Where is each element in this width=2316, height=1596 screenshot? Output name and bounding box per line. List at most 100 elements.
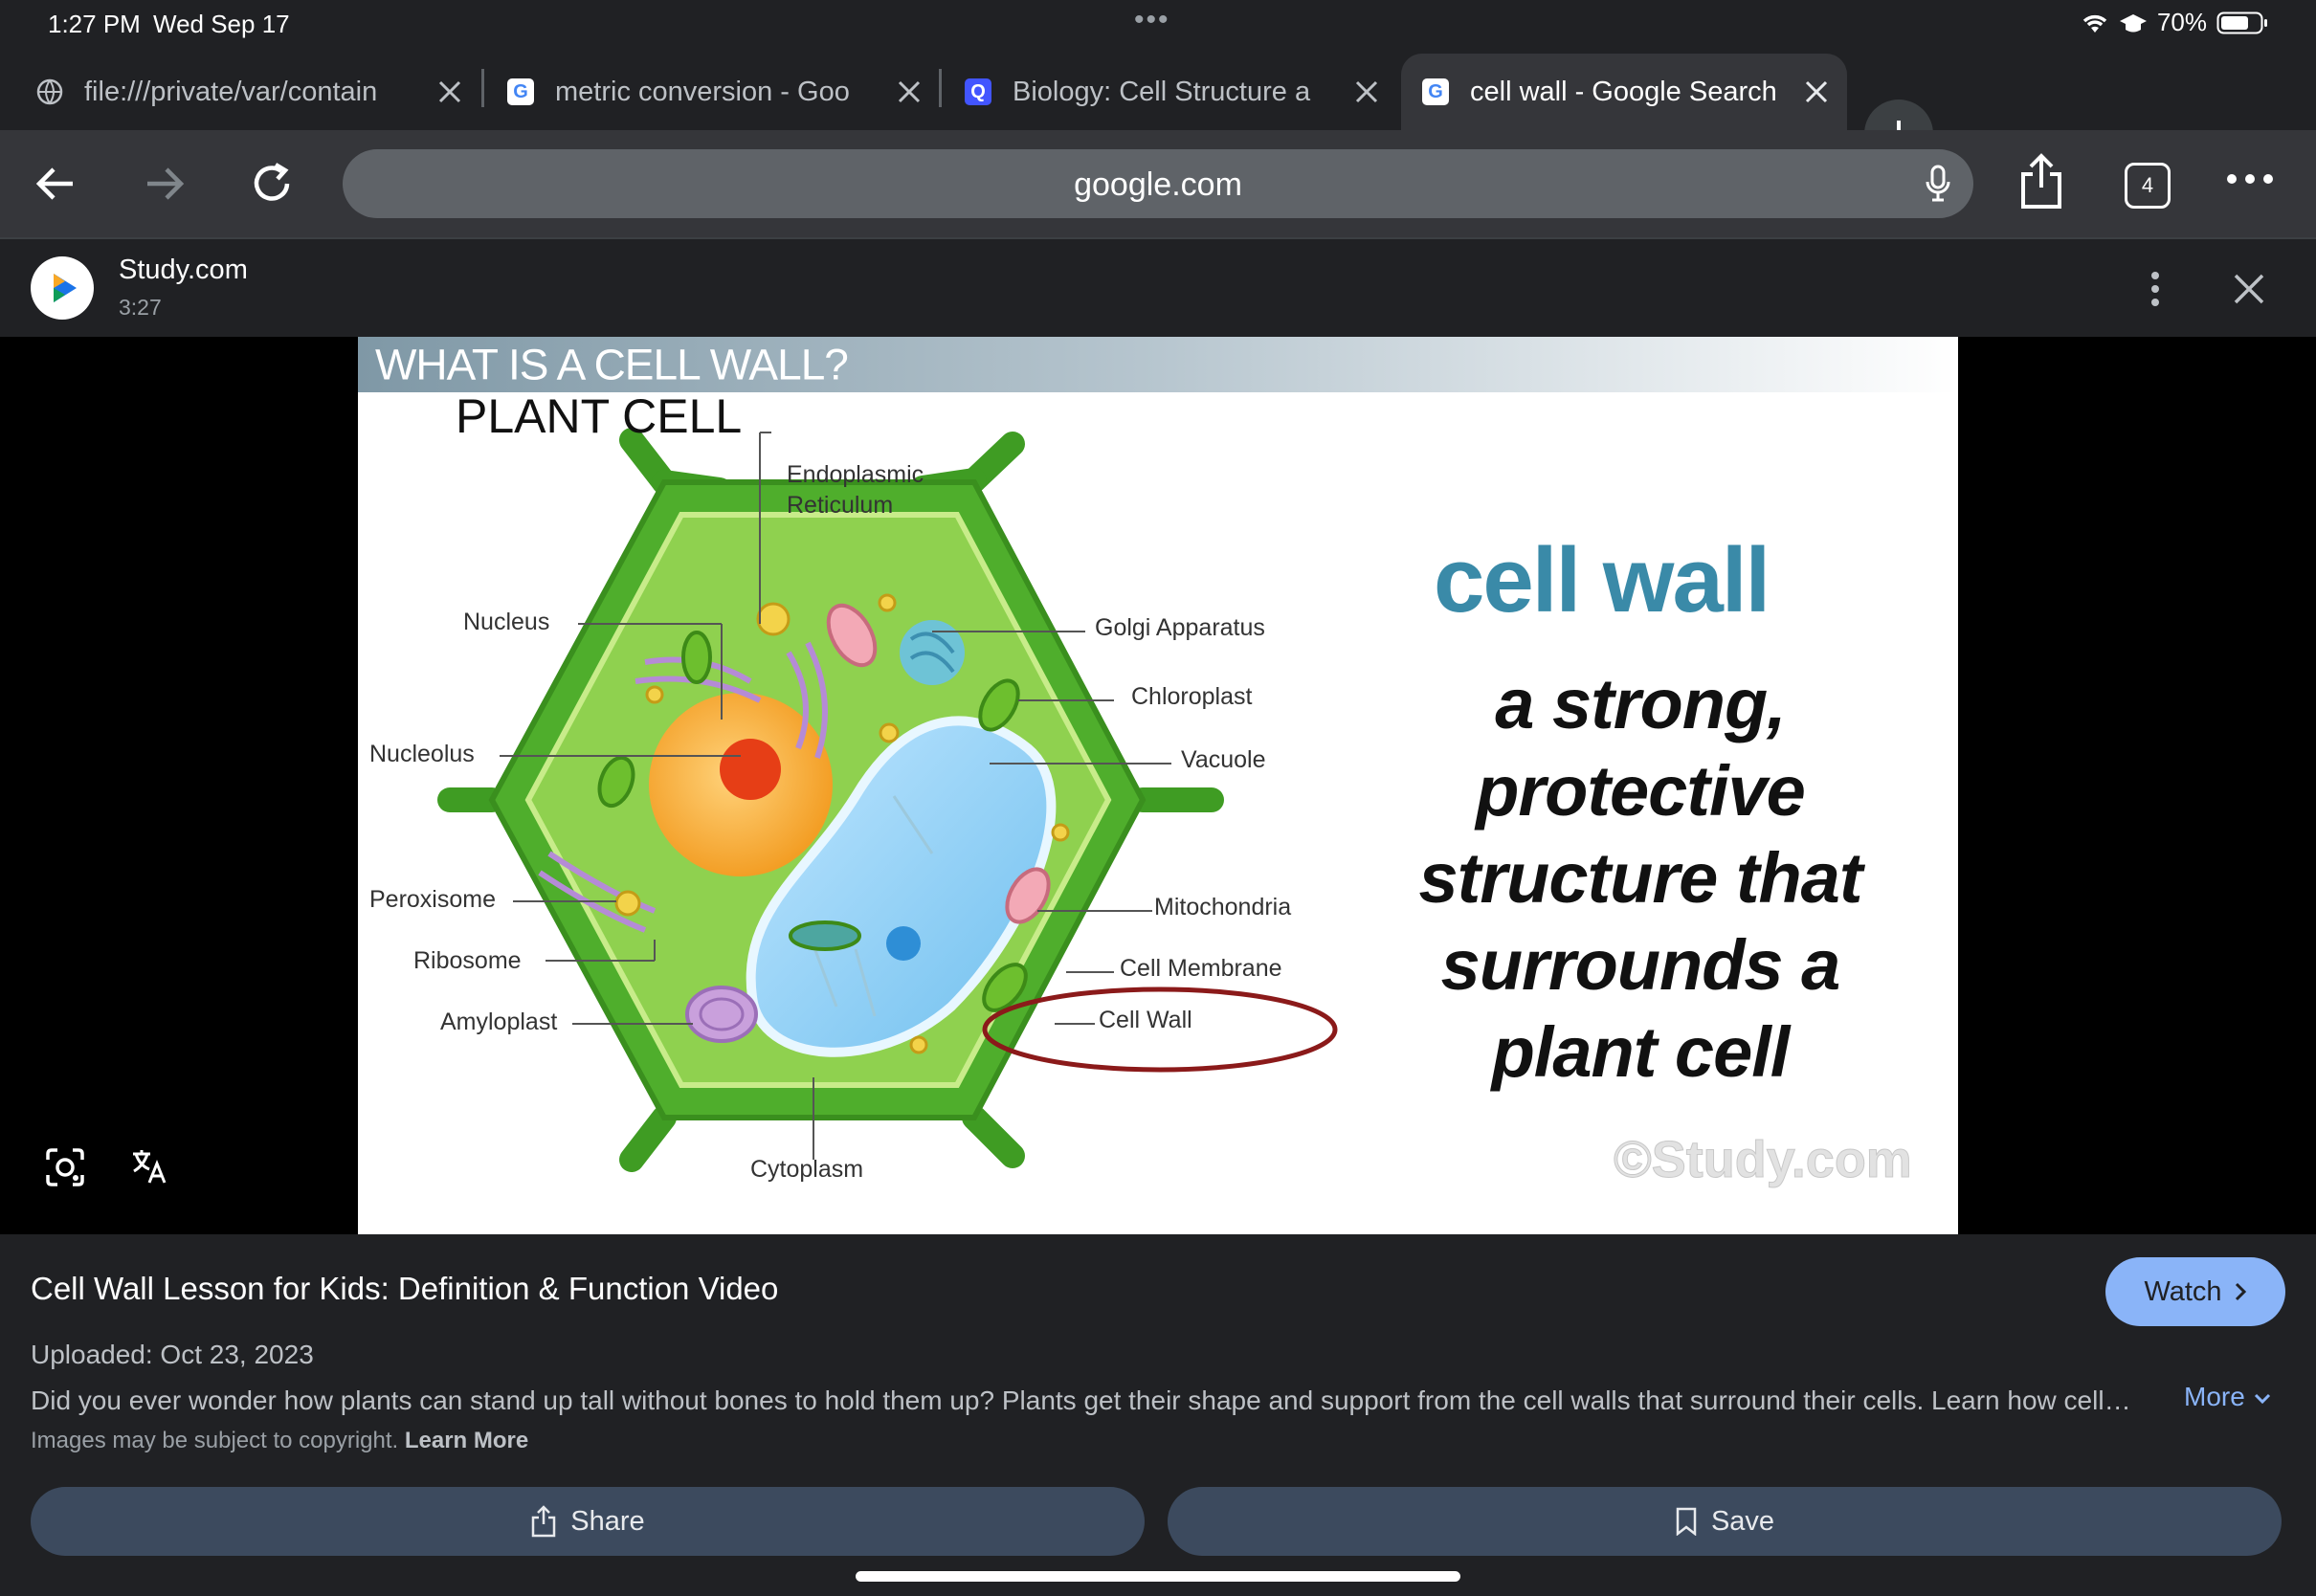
education-icon (2119, 13, 2147, 32)
reload-icon (254, 163, 290, 201)
label-amyloplast: Amyloplast (440, 1009, 558, 1035)
chevron-right-icon (2235, 1282, 2246, 1301)
definition-line: plant cell (1491, 1012, 1791, 1092)
google-lens-icon (46, 1148, 84, 1186)
share-page-button[interactable] (2017, 153, 2065, 211)
more-vertical-icon[interactable] (2144, 270, 2167, 308)
video-description: Did you ever wonder how plants can stand… (31, 1385, 2131, 1415)
video-title[interactable]: Cell Wall Lesson for Kids: Definition & … (31, 1271, 779, 1306)
back-button[interactable] (33, 161, 78, 207)
url-text: google.com (1074, 166, 1242, 203)
label-cytoplasm: Cytoplasm (750, 1156, 864, 1183)
label-vacuole: Vacuole (1181, 746, 1266, 773)
google-icon: G (507, 78, 534, 105)
more-label: More (2184, 1382, 2245, 1411)
slide-definition: a strong, protective structure that surr… (1353, 660, 1927, 1096)
quizlet-icon: Q (965, 78, 991, 105)
result-info-panel: Cell Wall Lesson for Kids: Definition & … (0, 1234, 2316, 1596)
tab-separator (481, 69, 484, 107)
slide-header: WHAT IS A CELL WALL? (375, 340, 849, 389)
close-tab-icon[interactable] (1349, 75, 1384, 109)
status-right: 70% (2081, 8, 2268, 37)
chevron-down-icon (2254, 1393, 2270, 1405)
tab-title: cell wall - Google Search (1470, 76, 1776, 107)
share-button[interactable]: Share (31, 1487, 1145, 1556)
learn-more-link[interactable]: Learn More (404, 1428, 529, 1453)
watch-button[interactable]: Watch (2105, 1257, 2285, 1326)
tab-title: file:///private/var/contain (84, 76, 378, 107)
tab-metric-conversion[interactable]: G metric conversion - Goo (507, 54, 926, 130)
translate-button[interactable] (130, 1146, 168, 1189)
tab-title: Biology: Cell Structure a (1013, 76, 1311, 107)
google-icon: G (1422, 78, 1449, 105)
address-bar[interactable]: google.com (343, 149, 1973, 218)
definition-line: surrounds a (1440, 925, 1841, 1005)
forward-button[interactable] (142, 161, 188, 207)
preview-image[interactable]: ©Study.com WHAT IS A CELL WALL? PLANT CE… (358, 337, 1958, 1234)
copyright-notice: Images may be subject to copyright. Lear… (31, 1428, 528, 1454)
label-chloroplast: Chloroplast (1131, 683, 1253, 710)
status-bar: 1:27 PM Wed Sep 17 ••• 70% (0, 0, 2316, 46)
close-icon[interactable] (2230, 270, 2268, 308)
video-duration: 3:27 (119, 295, 162, 320)
label-endoplasmic-reticulum: Endoplasmic Reticulum (787, 459, 924, 521)
menu-button[interactable] (2226, 172, 2274, 186)
upload-date: Uploaded: Oct 23, 2023 (31, 1340, 314, 1369)
watch-label: Watch (2144, 1275, 2222, 1307)
close-tab-icon[interactable] (892, 75, 926, 109)
share-label: Share (570, 1505, 645, 1537)
reload-button[interactable] (247, 159, 297, 209)
tab-switcher-button[interactable]: 4 (2125, 163, 2171, 209)
more-horizontal-icon (2227, 174, 2273, 184)
slide-term: cell wall (1434, 529, 1770, 632)
label-nucleus: Nucleus (463, 609, 550, 635)
battery-icon (2216, 11, 2267, 33)
label-nucleolus: Nucleolus (369, 741, 475, 767)
label-peroxisome: Peroxisome (369, 886, 496, 913)
label-golgi-apparatus: Golgi Apparatus (1095, 614, 1265, 641)
close-tab-icon[interactable] (1799, 75, 1834, 109)
label-ribosome: Ribosome (413, 947, 522, 974)
label-cell-wall: Cell Wall (1099, 1007, 1192, 1033)
tab-strip: file:///private/var/contain G metric con… (0, 46, 2316, 168)
label-cell-membrane: Cell Membrane (1120, 955, 1282, 982)
translate-icon (133, 1150, 167, 1184)
tab-count: 4 (2141, 173, 2154, 197)
copyright-text: Images may be subject to copyright. (31, 1428, 399, 1453)
play-logo-icon (54, 274, 77, 302)
plant-cell-slide: ©Study.com (358, 337, 1958, 1189)
slide-subtitle: PLANT CELL (456, 389, 743, 443)
globe-icon (36, 78, 63, 105)
tab-title: metric conversion - Goo (555, 76, 850, 107)
tab-file[interactable]: file:///private/var/contain (36, 54, 467, 130)
studycom-watermark: ©Study.com (1614, 1131, 1912, 1188)
share-icon (532, 1505, 556, 1538)
status-time: 1:27 PM (48, 10, 141, 38)
forward-arrow-icon (147, 167, 185, 200)
label-er-line2: Reticulum (787, 492, 894, 519)
definition-line: structure that (1418, 838, 1863, 918)
study-com-logo[interactable] (31, 256, 94, 320)
close-tab-icon[interactable] (433, 75, 467, 109)
image-viewer: ©Study.com WHAT IS A CELL WALL? PLANT CE… (0, 337, 2316, 1234)
microphone-icon[interactable] (1924, 165, 1952, 203)
lens-button[interactable] (44, 1146, 86, 1193)
label-mitochondria: Mitochondria (1154, 894, 1292, 920)
definition-line: a strong, (1495, 664, 1786, 743)
multitask-dots-icon[interactable]: ••• (1134, 4, 1170, 35)
more-button[interactable]: More (2184, 1382, 2272, 1412)
back-arrow-icon (35, 167, 73, 200)
tab-biology-quizlet[interactable]: Q Biology: Cell Structure a (965, 54, 1384, 130)
battery-percent: 70% (2156, 8, 2207, 36)
tab-cell-wall-active[interactable]: G cell wall - Google Search (1401, 54, 1847, 130)
tab-separator (939, 69, 942, 107)
browser-toolbar: google.com 4 (0, 130, 2316, 237)
status-date: Wed Sep 17 (153, 10, 290, 38)
save-button[interactable]: Save (1168, 1487, 2282, 1556)
bookmark-icon (1676, 1507, 1697, 1536)
source-bar: Study.com 3:27 (0, 237, 2316, 339)
home-indicator[interactable] (856, 1571, 1460, 1582)
source-name: Study.com (119, 255, 248, 285)
save-label: Save (1710, 1505, 1775, 1537)
wifi-icon (2082, 14, 2107, 33)
